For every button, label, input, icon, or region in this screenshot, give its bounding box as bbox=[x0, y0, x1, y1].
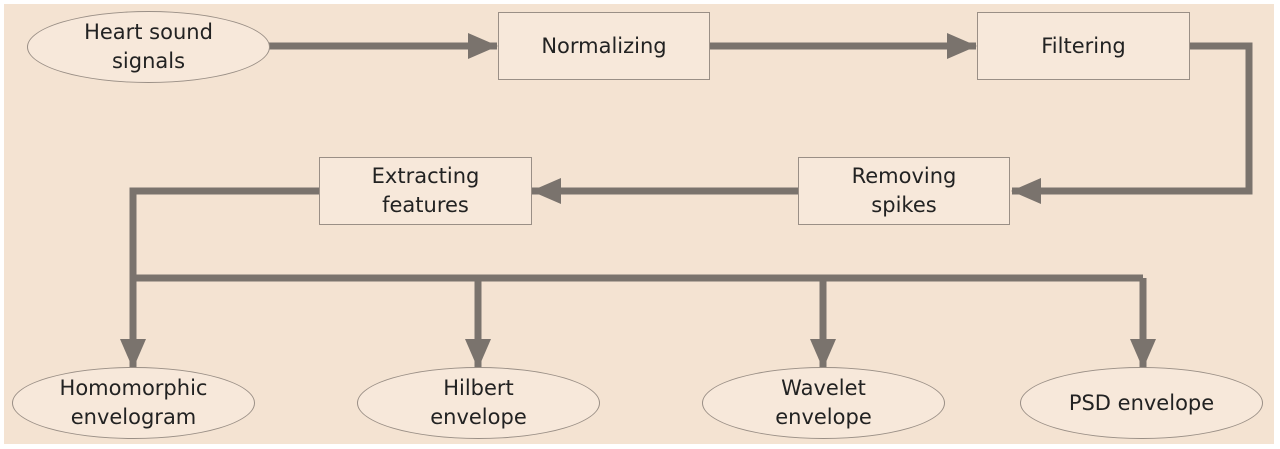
node-filtering: Filtering bbox=[977, 12, 1190, 80]
node-removing-spikes: Removing spikes bbox=[798, 157, 1010, 225]
node-normalizing: Normalizing bbox=[498, 12, 710, 80]
node-extracting-features-label: Extracting features bbox=[371, 164, 480, 217]
edge-extracting-features-trunk bbox=[129, 187, 320, 278]
node-filtering-label: Filtering bbox=[1041, 33, 1126, 58]
node-normalizing-label: Normalizing bbox=[541, 33, 667, 58]
node-heart-sound-signals: Heart sound signals bbox=[27, 11, 270, 83]
node-psd-envelope-label: PSD envelope bbox=[1068, 390, 1215, 415]
node-psd-envelope: PSD envelope bbox=[1020, 367, 1263, 439]
node-removing-spikes-label: Removing spikes bbox=[851, 164, 957, 217]
node-homomorphic-envelogram: Homomorphic envelogram bbox=[12, 367, 255, 439]
node-wavelet-envelope: Wavelet envelope bbox=[702, 367, 945, 439]
node-homomorphic-envelogram-label: Homomorphic envelogram bbox=[59, 376, 208, 429]
node-hilbert-envelope: Hilbert envelope bbox=[357, 367, 600, 439]
edge-filtering-to-removing-spikes bbox=[1011, 42, 1253, 204]
node-heart-sound-signals-label: Heart sound signals bbox=[84, 20, 213, 73]
node-hilbert-envelope-label: Hilbert envelope bbox=[430, 376, 527, 429]
node-wavelet-envelope-label: Wavelet envelope bbox=[775, 376, 872, 429]
node-extracting-features: Extracting features bbox=[319, 157, 532, 225]
